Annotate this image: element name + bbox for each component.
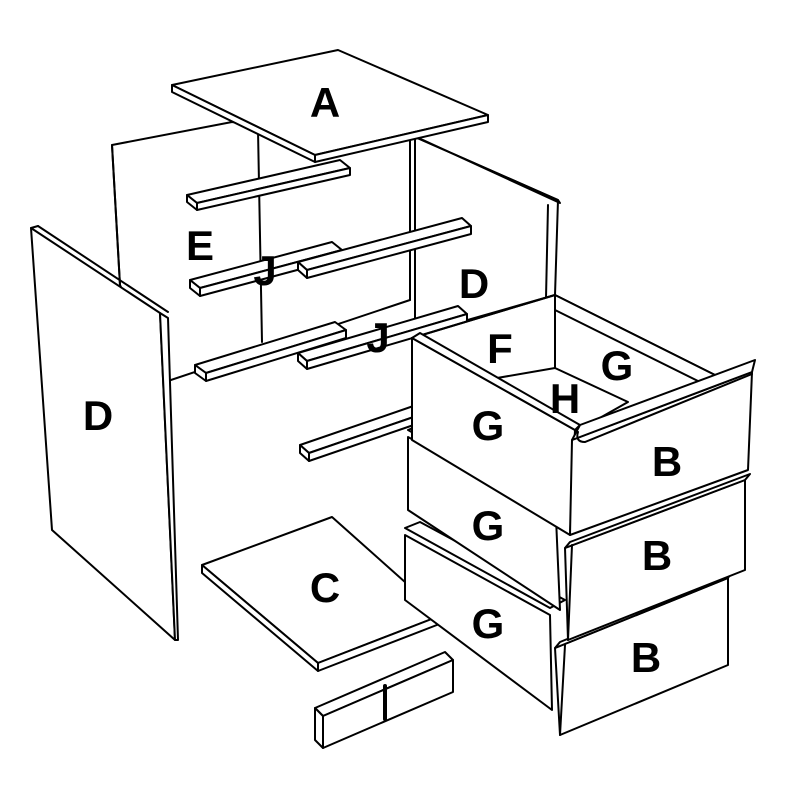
runner-top [186,159,351,211]
label-drawer-front-1: B [652,438,682,485]
label-side-left: D [83,392,113,439]
runner-lower-left [194,321,347,382]
top-panel [171,49,489,163]
label-drawer-side-far: G [601,342,634,389]
side-panel-left [30,225,179,641]
label-drawer-bottom: H [550,375,580,422]
label-runner-upper: J [253,247,276,294]
label-runner-lower: J [366,314,389,361]
drawer-top [411,294,756,536]
label-back: E [186,222,214,269]
label-side-right: D [459,260,489,307]
label-drawer-side-1: G [472,402,505,449]
plinth [314,651,454,749]
part-labels: A E J D J F G H D G B G B C G B [83,79,682,681]
label-drawer-side-3: G [472,600,505,647]
label-drawer-side-2: G [472,502,505,549]
back-panel [111,121,411,383]
label-top: A [310,79,340,126]
label-drawer-front-2: B [642,532,672,579]
label-drawer-back: F [487,325,513,372]
side-panel-right [414,136,561,336]
label-bottom: C [310,564,340,611]
runner-upper-right [297,217,472,279]
label-drawer-front-3: B [631,634,661,681]
bottom-panel [201,516,443,672]
